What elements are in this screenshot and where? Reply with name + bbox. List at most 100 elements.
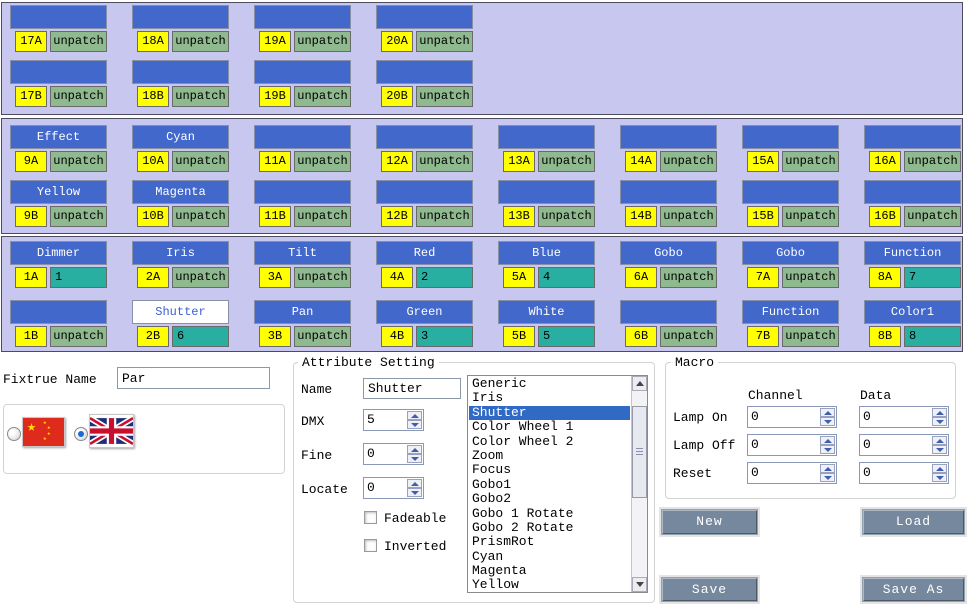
spinner-up-icon[interactable] bbox=[932, 436, 947, 445]
list-item[interactable]: Gobo 1 Rotate bbox=[472, 505, 574, 521]
channel-button-11B[interactable]: 11B bbox=[259, 206, 291, 227]
spinner-down-icon[interactable] bbox=[820, 417, 835, 426]
attribute-name-cell[interactable]: Tilt bbox=[254, 241, 351, 265]
save-as-button[interactable]: Save As bbox=[862, 577, 965, 602]
attribute-name-cell[interactable] bbox=[864, 180, 961, 204]
unpatch-button[interactable]: unpatch bbox=[294, 206, 351, 227]
unpatch-button[interactable]: unpatch bbox=[782, 267, 839, 288]
unpatch-button[interactable]: unpatch bbox=[660, 326, 717, 347]
channel-button-8A[interactable]: 8A bbox=[869, 267, 901, 288]
scroll-down-icon[interactable] bbox=[632, 577, 647, 592]
channel-button-19B[interactable]: 19B bbox=[259, 86, 291, 107]
unpatch-button[interactable]: unpatch bbox=[50, 326, 107, 347]
unpatch-button[interactable]: unpatch bbox=[50, 206, 107, 227]
list-item[interactable]: Gobo1 bbox=[472, 476, 512, 492]
list-item[interactable]: PrismRot bbox=[472, 534, 535, 550]
attribute-name-cell[interactable]: Function bbox=[742, 300, 839, 324]
fadeable-checkbox[interactable] bbox=[364, 511, 377, 524]
attribute-name-cell[interactable] bbox=[254, 125, 351, 149]
unpatch-button[interactable]: unpatch bbox=[294, 86, 351, 107]
attribute-name-cell[interactable] bbox=[10, 60, 107, 84]
unpatch-button[interactable]: unpatch bbox=[782, 151, 839, 172]
attribute-name-cell[interactable] bbox=[742, 180, 839, 204]
channel-button-1B[interactable]: 1B bbox=[15, 326, 47, 347]
spinner-up-icon[interactable] bbox=[820, 408, 835, 417]
unpatch-button[interactable]: unpatch bbox=[538, 151, 595, 172]
list-item[interactable]: Yellow bbox=[472, 577, 519, 591]
attribute-name-cell[interactable] bbox=[254, 60, 351, 84]
attribute-name-cell[interactable] bbox=[10, 300, 107, 324]
spinner-down-icon[interactable] bbox=[932, 473, 947, 482]
spinner-up-icon[interactable] bbox=[407, 445, 422, 454]
attribute-name-cell[interactable] bbox=[864, 125, 961, 149]
list-item[interactable]: Zoom bbox=[472, 447, 504, 463]
attribute-name-cell[interactable] bbox=[742, 125, 839, 149]
list-item[interactable]: Magenta bbox=[472, 563, 527, 579]
unpatch-button[interactable]: unpatch bbox=[416, 206, 473, 227]
channel-button-6A[interactable]: 6A bbox=[625, 267, 657, 288]
channel-button-13B[interactable]: 13B bbox=[503, 206, 535, 227]
unpatch-button[interactable]: unpatch bbox=[660, 267, 717, 288]
list-item[interactable]: Shutter bbox=[469, 405, 630, 421]
attribute-name-cell[interactable] bbox=[376, 60, 473, 84]
lamp-on-data-spinner[interactable]: 0 bbox=[859, 406, 949, 428]
unpatch-button[interactable]: unpatch bbox=[172, 206, 229, 227]
channel-button-4A[interactable]: 4A bbox=[381, 267, 413, 288]
channel-button-3B[interactable]: 3B bbox=[259, 326, 291, 347]
list-item[interactable]: Gobo2 bbox=[472, 491, 512, 507]
unpatch-button[interactable]: unpatch bbox=[416, 86, 473, 107]
attribute-name-cell[interactable]: White bbox=[498, 300, 595, 324]
scroll-up-icon[interactable] bbox=[632, 376, 647, 391]
attribute-name-cell[interactable] bbox=[254, 5, 351, 29]
attribute-name-cell[interactable] bbox=[620, 180, 717, 204]
attribute-name-cell[interactable] bbox=[254, 180, 351, 204]
attribute-name-cell[interactable] bbox=[376, 125, 473, 149]
channel-button-17A[interactable]: 17A bbox=[15, 31, 47, 52]
fine-spinner[interactable]: 0 bbox=[363, 443, 424, 465]
spinner-down-icon[interactable] bbox=[407, 488, 422, 497]
attribute-name-cell[interactable]: Cyan bbox=[132, 125, 229, 149]
lamp-on-channel-spinner[interactable]: 0 bbox=[747, 406, 837, 428]
list-item[interactable]: Iris bbox=[472, 390, 504, 406]
attribute-name-cell[interactable]: Magenta bbox=[132, 180, 229, 204]
dmx-spinner[interactable]: 5 bbox=[363, 409, 424, 431]
attribute-name-cell[interactable] bbox=[10, 5, 107, 29]
radio-english[interactable] bbox=[74, 427, 88, 441]
attribute-name-cell[interactable]: Gobo bbox=[620, 241, 717, 265]
unpatch-button[interactable]: unpatch bbox=[294, 267, 351, 288]
unpatch-button[interactable]: unpatch bbox=[904, 206, 961, 227]
fixture-name-input[interactable] bbox=[117, 367, 270, 389]
channel-button-12A[interactable]: 12A bbox=[381, 151, 413, 172]
unpatch-button[interactable]: unpatch bbox=[294, 151, 351, 172]
attribute-name-cell[interactable]: Blue bbox=[498, 241, 595, 265]
unpatch-button[interactable]: unpatch bbox=[50, 86, 107, 107]
radio-chinese[interactable] bbox=[7, 427, 21, 441]
unpatch-button[interactable]: unpatch bbox=[416, 31, 473, 52]
attribute-name-cell[interactable]: Yellow bbox=[10, 180, 107, 204]
channel-button-3A[interactable]: 3A bbox=[259, 267, 291, 288]
unpatch-button[interactable]: unpatch bbox=[172, 86, 229, 107]
channel-button-9B[interactable]: 9B bbox=[15, 206, 47, 227]
channel-button-10B[interactable]: 10B bbox=[137, 206, 169, 227]
channel-button-4B[interactable]: 4B bbox=[381, 326, 413, 347]
attribute-name-cell[interactable] bbox=[132, 60, 229, 84]
list-item[interactable]: Focus bbox=[472, 462, 512, 478]
reset-data-spinner[interactable]: 0 bbox=[859, 462, 949, 484]
lamp-off-data-spinner[interactable]: 0 bbox=[859, 434, 949, 456]
channel-button-2B[interactable]: 2B bbox=[137, 326, 169, 347]
channel-button-1A[interactable]: 1A bbox=[15, 267, 47, 288]
unpatch-button[interactable]: unpatch bbox=[172, 267, 229, 288]
unpatch-button[interactable]: unpatch bbox=[660, 151, 717, 172]
patch-value-button[interactable]: 6 bbox=[172, 326, 229, 347]
patch-value-button[interactable]: 1 bbox=[50, 267, 107, 288]
attribute-name-input[interactable] bbox=[363, 378, 461, 399]
attribute-name-cell[interactable] bbox=[498, 180, 595, 204]
unpatch-button[interactable]: unpatch bbox=[294, 31, 351, 52]
attribute-name-cell[interactable] bbox=[132, 5, 229, 29]
list-item[interactable]: Generic bbox=[472, 377, 527, 391]
spinner-down-icon[interactable] bbox=[932, 445, 947, 454]
attribute-name-cell[interactable]: Effect bbox=[10, 125, 107, 149]
channel-button-10A[interactable]: 10A bbox=[137, 151, 169, 172]
inverted-checkbox[interactable] bbox=[364, 539, 377, 552]
patch-value-button[interactable]: 2 bbox=[416, 267, 473, 288]
